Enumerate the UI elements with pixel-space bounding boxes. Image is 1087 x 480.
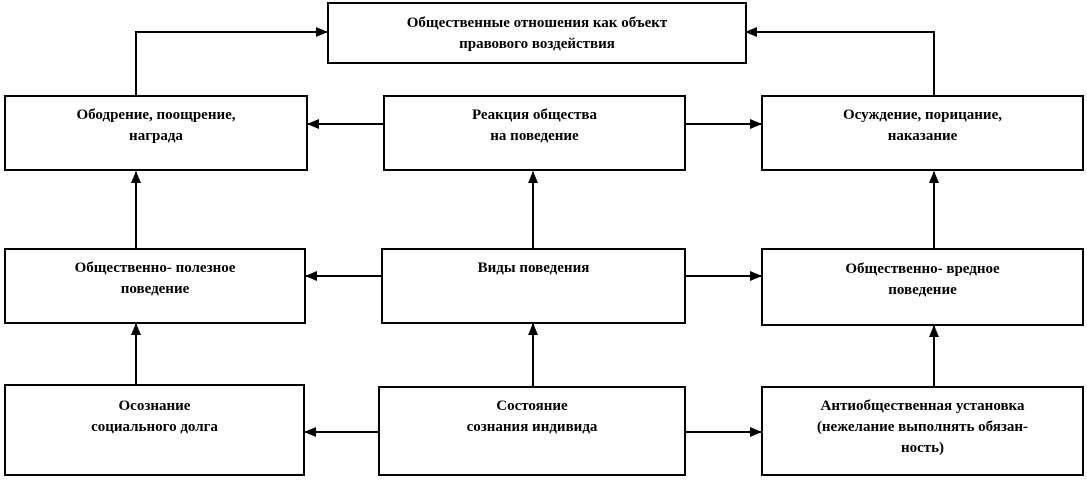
box-line: Реакция общества (471, 107, 598, 123)
box-line: Общественные отношения как объект (406, 15, 668, 31)
box-line: Осуждение, порицание, (843, 107, 1002, 123)
box-odobrenie: Ободрение, поощрение, награда (4, 95, 308, 171)
box-line: сознания индивида (466, 419, 598, 435)
box-vidy: Виды поведения (381, 248, 686, 324)
box-line: Антиобщественная установка (820, 398, 1025, 414)
box-line: (нежелание выполнять обязан- (816, 419, 1029, 435)
box-vredn: Общественно- вредное поведение (761, 248, 1084, 326)
box-line: Осознание (118, 398, 191, 414)
arrow-odobrenie-to-objekt (135, 27, 328, 95)
box-line: награда (129, 128, 183, 144)
box-polezn: Общественно- полезное поведение (4, 248, 306, 324)
box-line: на поведение (490, 128, 579, 144)
box-line: ность) (900, 440, 945, 456)
box-line: Виды поведения (477, 260, 590, 276)
box-sostoyanie: Состояние сознания индивида (378, 386, 686, 476)
box-line: Ободрение, поощрение, (76, 107, 236, 123)
box-line: наказание (887, 128, 958, 144)
box-line: правового воздействия (459, 36, 615, 52)
box-osuzhdenie: Осуждение, порицание, наказание (761, 95, 1084, 171)
box-line: Общественно- вредное (845, 261, 1000, 277)
box-line: Состояние (496, 398, 568, 414)
box-reakciya: Реакция общества на поведение (383, 95, 686, 171)
box-line: Общественно- полезное (74, 260, 236, 276)
box-line: поведение (888, 282, 957, 298)
arrow-osuzhdenie-to-objekt (745, 27, 935, 95)
box-antiobshch: Антиобщественная установка (нежелание вып… (761, 386, 1084, 476)
box-line: социального долга (91, 419, 218, 435)
box-osoznanie: Осознание социального долга (4, 384, 305, 476)
box-line: поведение (120, 281, 190, 297)
box-obshchestvennye-otnosheniya: Общественные отношения как объект правово… (327, 2, 747, 64)
